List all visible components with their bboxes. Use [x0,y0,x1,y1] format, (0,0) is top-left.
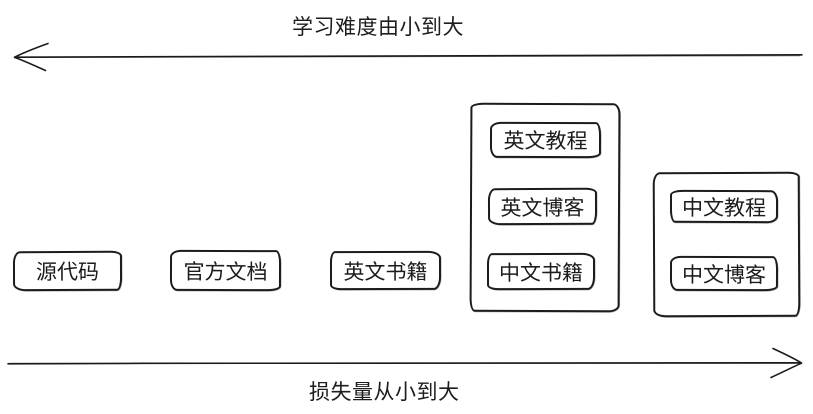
box-english-books-label: 英文书籍 [343,260,428,284]
box-chinese-books-label: 中文书籍 [498,261,584,285]
top-axis-arrow [13,42,803,72]
box-english-tutorials: 英文教程 [489,121,602,159]
top-axis-label: 学习难度由小到大 [292,16,464,39]
box-chinese-blogs-label: 中文博客 [681,263,767,287]
bottom-axis-label: 损失量从小到大 [309,381,460,404]
top-arrowhead-lower [13,56,47,72]
box-chinese-blogs: 中文博客 [669,255,779,292]
box-source-code: 源代码 [12,250,123,292]
box-official-docs-label: 官方文档 [183,260,268,284]
bottom-arrow-line [7,362,801,365]
top-arrow-line-overdraw [17,55,801,59]
box-official-docs: 官方文档 [169,249,282,292]
box-chinese-tutorials-label: 中文教程 [681,196,767,220]
top-arrowhead-upper [13,42,49,58]
box-chinese-books: 中文书籍 [486,252,596,291]
box-source-code-label: 源代码 [35,260,100,285]
box-chinese-tutorials: 中文教程 [669,189,779,224]
box-english-blogs-label: 英文博客 [500,196,585,220]
box-english-blogs: 英文博客 [487,187,598,226]
top-arrow-line [15,54,803,58]
box-english-books: 英文书籍 [329,250,442,291]
bottom-arrowhead-upper [772,347,803,364]
box-english-tutorials-label: 英文教程 [503,129,588,154]
bottom-arrowhead-lower [770,362,803,379]
bottom-axis-arrow [7,347,803,379]
